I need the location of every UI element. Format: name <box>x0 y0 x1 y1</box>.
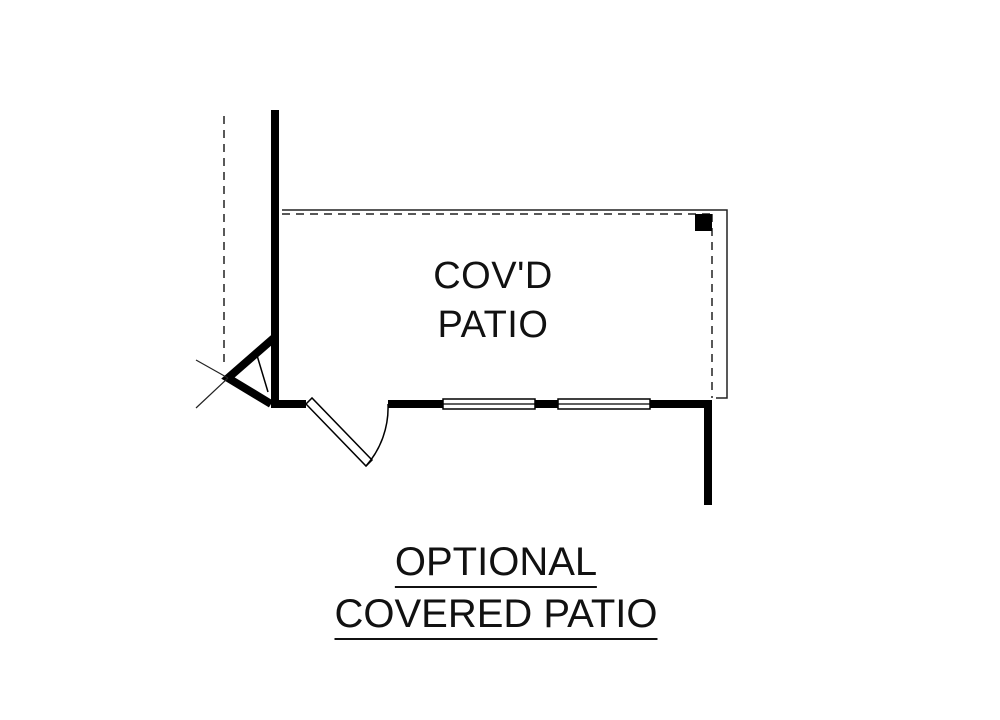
bay-door-arc <box>195 359 229 409</box>
patio-slab-outline <box>282 209 728 399</box>
corner-post <box>695 214 712 231</box>
sliding-window-left <box>442 398 536 410</box>
room-label-line2: PATIO <box>438 304 549 346</box>
caption-title-line2: COVERED PATIO <box>334 594 658 640</box>
sliding-window-right <box>557 398 651 410</box>
door-swing <box>304 396 389 468</box>
angled-bay-corner <box>221 333 278 408</box>
caption-title-line1: OPTIONAL <box>394 542 598 588</box>
room-label-line1: COV'D <box>433 255 553 297</box>
